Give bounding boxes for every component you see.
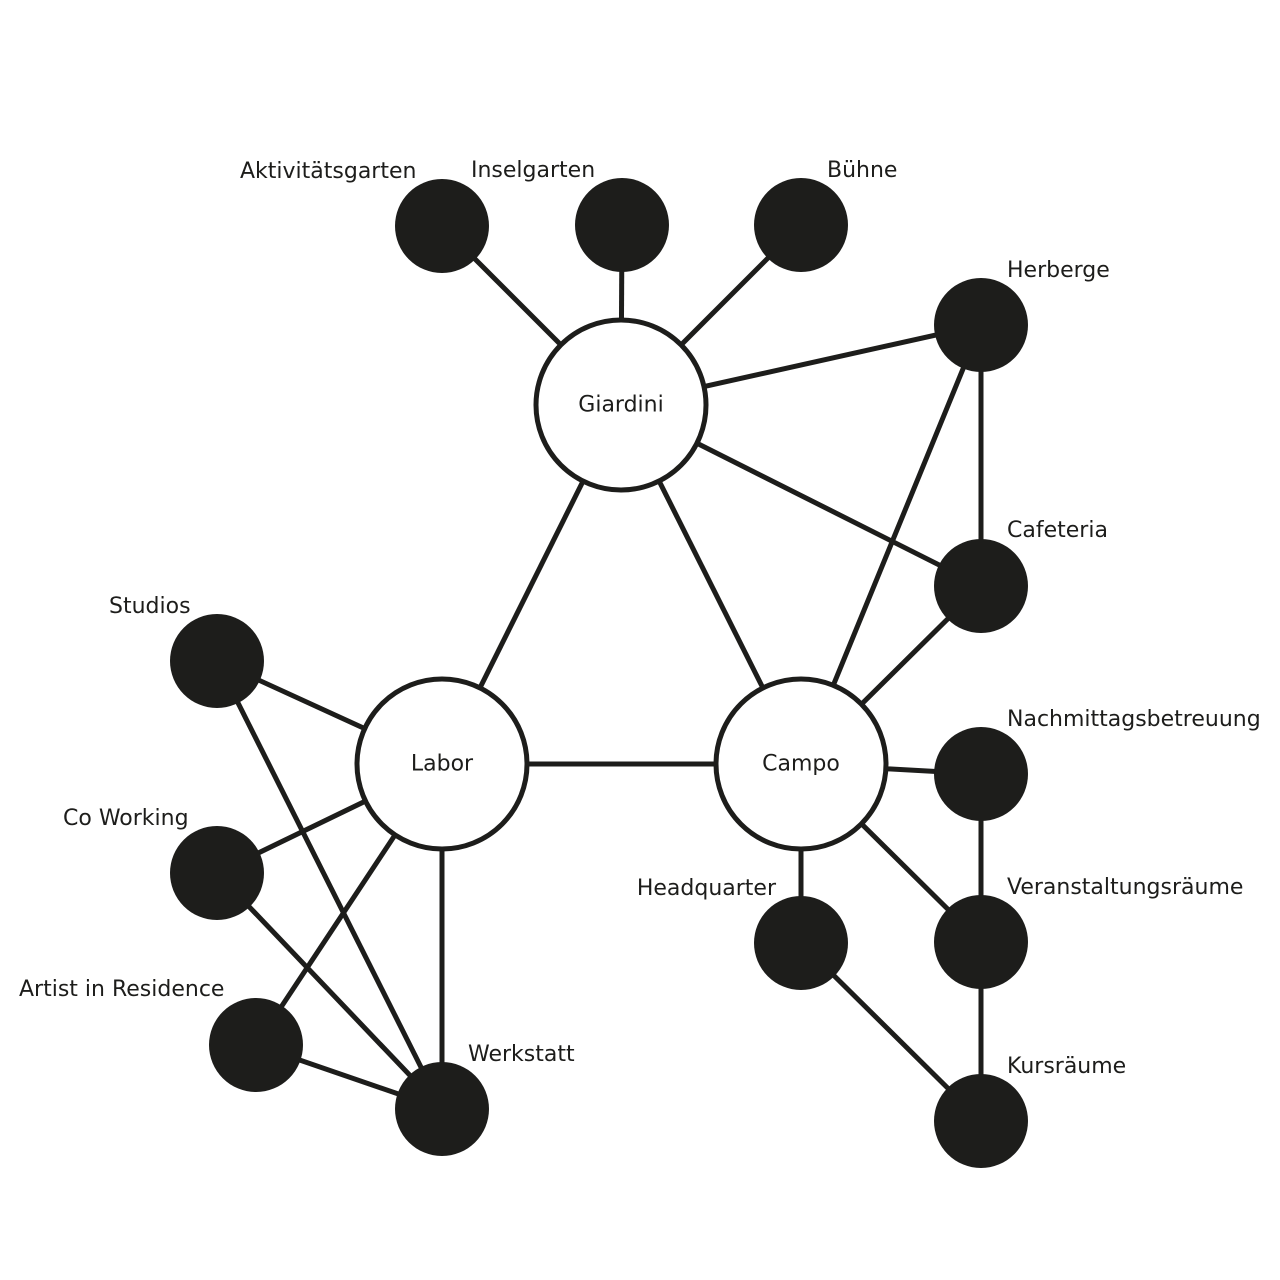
- label-inselgarten: Inselgarten: [471, 158, 595, 183]
- node-artist-in-residence: [209, 998, 303, 1092]
- label-co-working: Co Working: [63, 806, 189, 831]
- label-artist-in-residence: Artist in Residence: [19, 977, 224, 1002]
- node-herberge: [934, 278, 1028, 372]
- label-studios: Studios: [109, 594, 191, 619]
- label-kursraeume: Kursräume: [1007, 1054, 1126, 1079]
- node-buehne: [754, 178, 848, 272]
- label-nachmittagsbetreuung: Nachmittagsbetreuung: [1007, 707, 1261, 732]
- node-veranstaltungsraeume: [934, 895, 1028, 989]
- edge-studios-werkstatt: [214, 659, 445, 1111]
- label-labor: Labor: [411, 752, 474, 777]
- label-cafeteria: Cafeteria: [1007, 518, 1108, 543]
- node-cafeteria: [934, 539, 1028, 633]
- label-herberge: Herberge: [1007, 258, 1110, 283]
- node-campo: [713, 676, 889, 852]
- node-studios: [170, 614, 264, 708]
- node-co-working: [170, 826, 264, 920]
- label-buehne: Bühne: [827, 158, 897, 183]
- node-labor: [354, 676, 530, 852]
- label-giardini: Giardini: [578, 393, 663, 418]
- label-veranstaltungsraeume: Veranstaltungsräume: [1007, 875, 1243, 900]
- node-werkstatt: [395, 1062, 489, 1156]
- node-headquarter: [754, 896, 848, 990]
- node-kursraeume: [934, 1074, 1028, 1168]
- node-giardini: [533, 317, 709, 493]
- label-werkstatt: Werkstatt: [468, 1042, 575, 1067]
- label-headquarter: Headquarter: [637, 876, 777, 901]
- edge-co-working-werkstatt: [215, 871, 444, 1111]
- node-layer: [170, 178, 1028, 1168]
- node-inselgarten: [575, 178, 669, 272]
- node-nachmittagsbetreuung: [934, 727, 1028, 821]
- label-campo: Campo: [762, 752, 840, 777]
- node-aktivitaetsgarten: [395, 179, 489, 273]
- label-aktivitaetsgarten: Aktivitätsgarten: [240, 159, 416, 184]
